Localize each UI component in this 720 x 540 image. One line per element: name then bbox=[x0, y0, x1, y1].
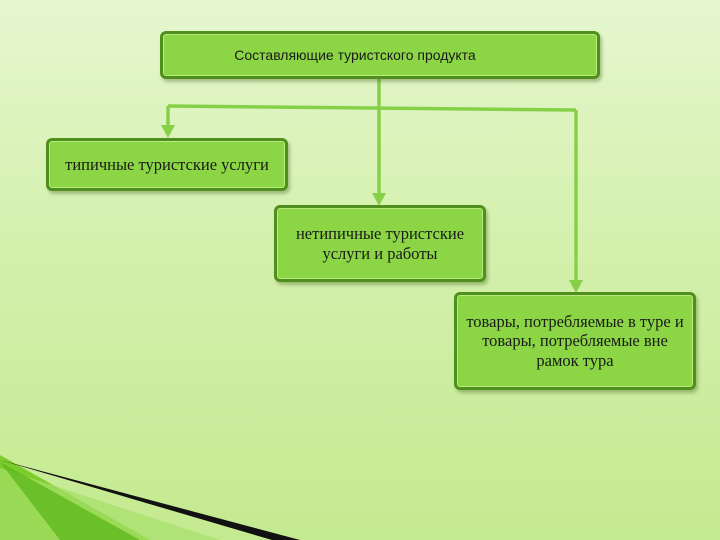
corner-stripe-green-2 bbox=[0, 462, 140, 540]
connector-horizontal-bus bbox=[167, 104, 577, 112]
arrowhead-typical bbox=[161, 125, 175, 138]
node-atypical-services-label: нетипичные туристские услуги и работы bbox=[295, 224, 465, 263]
node-goods: товары, потребляемые в туре и товары, по… bbox=[454, 292, 696, 390]
arrowhead-atypical bbox=[372, 193, 386, 206]
root-node-label: Составляющие туристского продукта bbox=[234, 46, 476, 63]
node-typical-services: типичные туристские услуги bbox=[46, 138, 288, 191]
corner-stripe-black bbox=[0, 460, 300, 540]
node-goods-label: товары, потребляемые в туре и товары, по… bbox=[466, 311, 684, 370]
root-node: Составляющие туристского продукта bbox=[160, 31, 600, 79]
arrowhead-goods bbox=[569, 280, 583, 293]
node-atypical-services: нетипичные туристские услуги и работы bbox=[274, 205, 486, 282]
node-typical-services-label: типичные туристские услуги bbox=[65, 154, 269, 174]
